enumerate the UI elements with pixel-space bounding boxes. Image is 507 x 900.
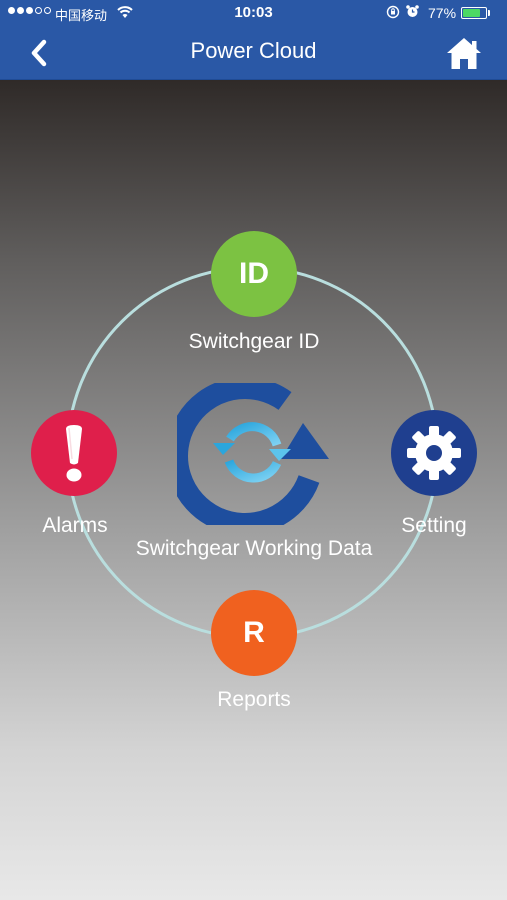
setting-label: Setting (401, 514, 467, 537)
working-data-button[interactable] (166, 377, 329, 535)
app-header: 中国移动 10:03 77% (0, 0, 507, 80)
status-bar: 中国移动 10:03 77% (0, 0, 507, 26)
wifi-icon (117, 5, 133, 24)
chevron-left-icon (31, 39, 47, 67)
page-title: Power Cloud (190, 38, 317, 63)
battery-tip (488, 10, 490, 16)
reports-label: Reports (217, 688, 291, 711)
home-button[interactable] (444, 34, 484, 72)
battery-percent: 77% (428, 5, 457, 21)
battery-icon (461, 7, 487, 19)
gear-icon (407, 426, 461, 480)
alarms-button[interactable] (31, 410, 117, 496)
alarm-clock-icon (405, 4, 420, 24)
switchgear-id-button[interactable]: ID (211, 231, 297, 317)
signal-strength-icon (8, 7, 51, 14)
reports-button[interactable]: R (211, 590, 297, 676)
working-data-label: Switchgear Working Data (135, 537, 373, 560)
switchgear-id-label: Switchgear ID (188, 330, 320, 353)
switchgear-id-letter: ID (239, 257, 269, 290)
reports-letter: R (243, 616, 265, 649)
back-button[interactable] (22, 36, 56, 70)
alarms-label: Alarms (42, 514, 108, 537)
battery-level-fill (463, 9, 480, 17)
refresh-icon (166, 377, 329, 535)
carrier-name: 中国移动 (55, 9, 108, 24)
exclamation-icon (66, 425, 82, 482)
orientation-lock-icon (386, 5, 400, 24)
home-icon (447, 38, 481, 69)
status-time: 10:03 (234, 4, 273, 21)
setting-button[interactable] (391, 410, 477, 496)
